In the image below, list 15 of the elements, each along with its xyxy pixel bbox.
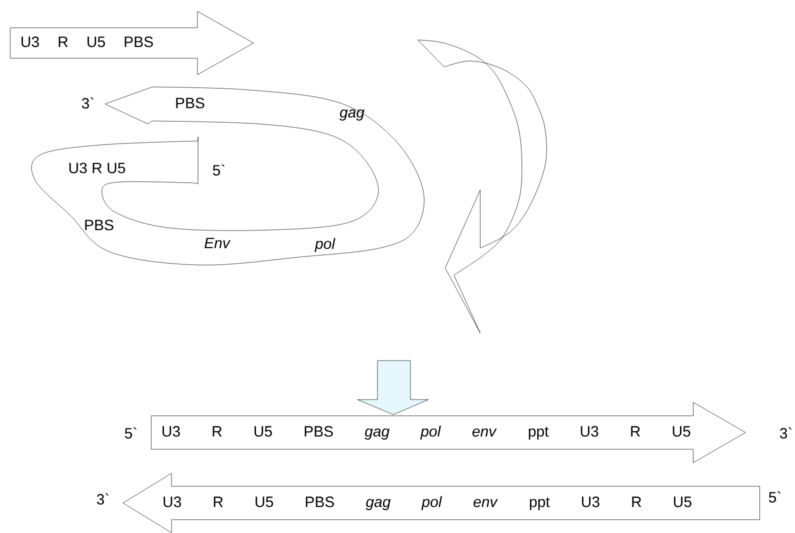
end-label: 5`	[768, 491, 781, 503]
end-label: 3`	[96, 493, 109, 505]
curved-arrow	[418, 40, 547, 334]
strand-label: Env	[204, 238, 231, 248]
strand-label: gag	[340, 109, 364, 121]
end-label: 3`	[82, 97, 94, 109]
strand-label: PBS	[85, 220, 114, 230]
block-arrow	[357, 360, 429, 415]
looped-strand-drawing	[31, 86, 424, 266]
end-label: 5`	[124, 427, 137, 439]
strand-label: PBS	[176, 98, 204, 108]
end-label: 5`	[212, 164, 225, 176]
end-label: 3`	[780, 427, 792, 439]
strand-label: U3 R U5	[69, 162, 126, 174]
strand-label: pol	[314, 238, 336, 252]
